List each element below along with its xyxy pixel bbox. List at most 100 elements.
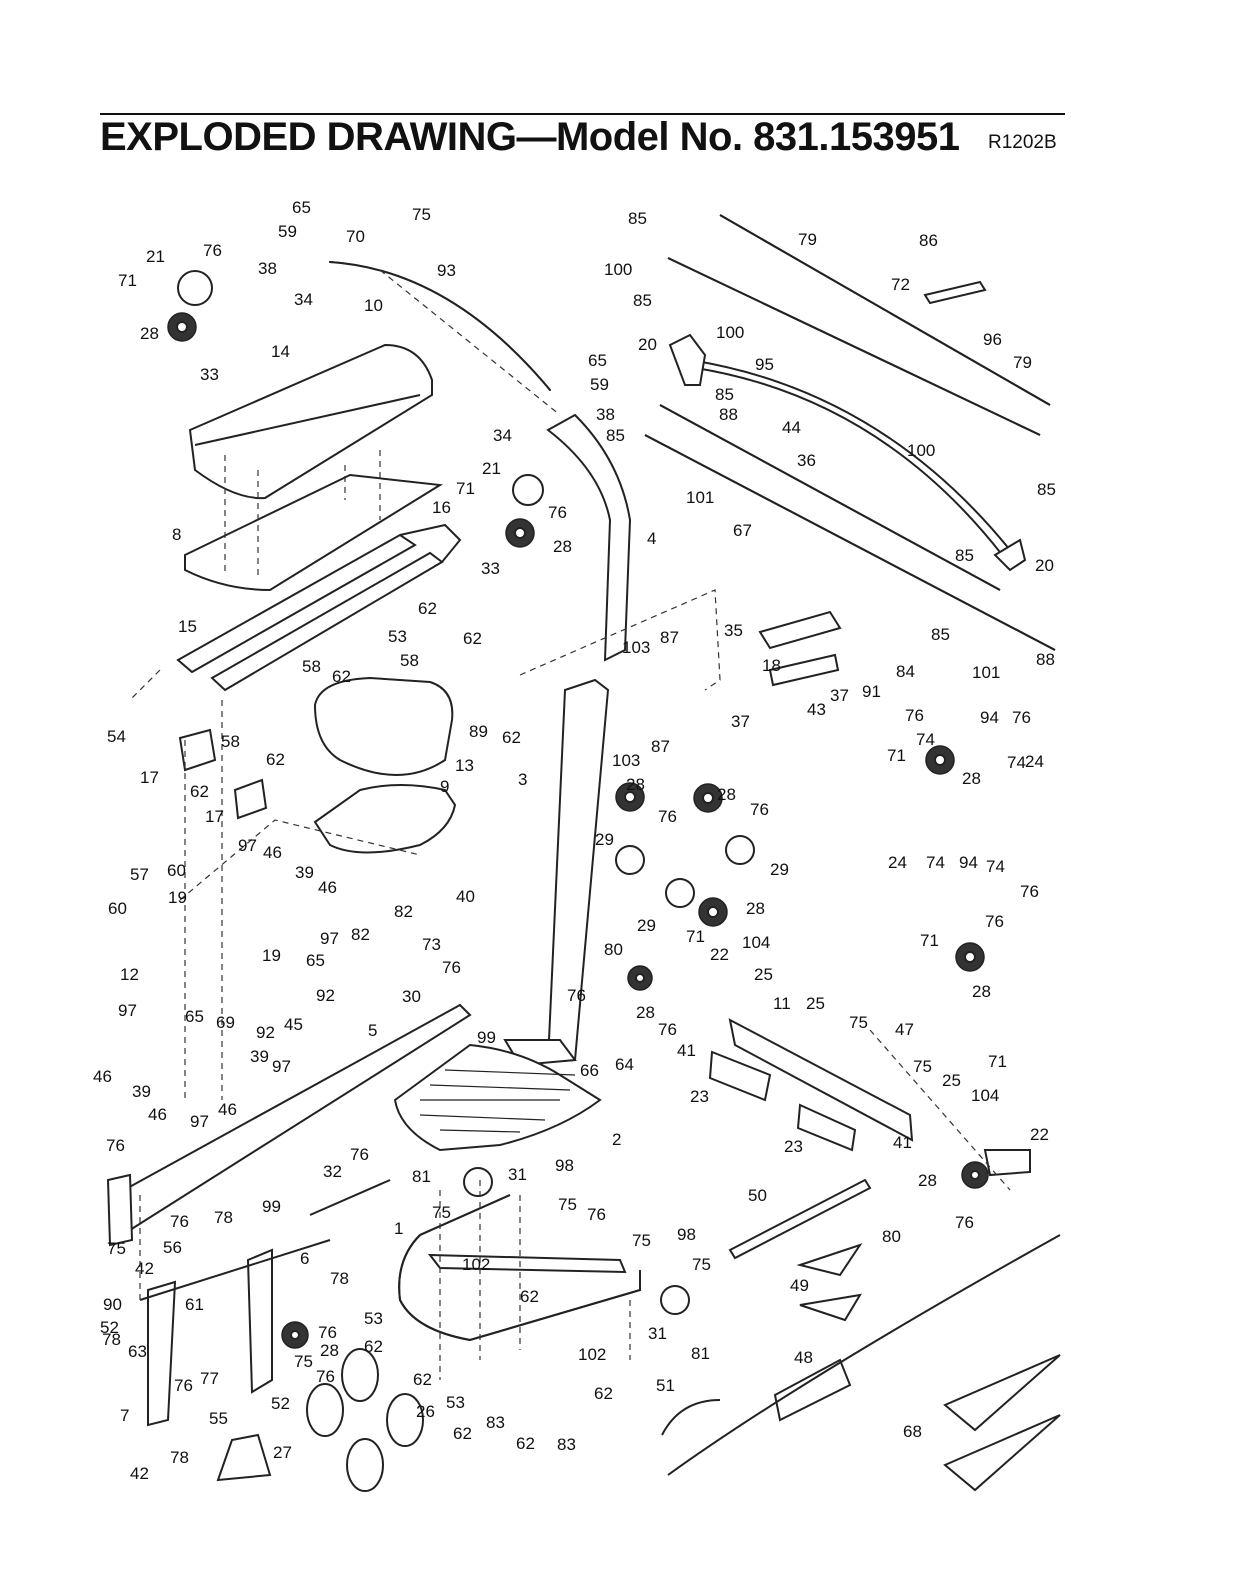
part-label-100b: 100 <box>716 323 744 342</box>
handles-49 <box>796 1243 863 1322</box>
part-label-38b: 38 <box>596 405 615 424</box>
bracket-17b <box>233 778 268 820</box>
part-label-28e: 28 <box>746 899 765 918</box>
part-label-87b: 87 <box>651 737 670 756</box>
part-label-21b: 21 <box>482 459 501 478</box>
part-label-56: 56 <box>163 1238 182 1257</box>
part-label-31b: 31 <box>648 1324 667 1343</box>
part-label-101b: 101 <box>972 663 1000 682</box>
part-label-65d: 65 <box>185 1007 204 1026</box>
part-label-16: 16 <box>432 498 451 517</box>
part-label-65c: 65 <box>306 951 325 970</box>
seat-pads <box>313 676 457 854</box>
part-label-28h: 28 <box>972 982 991 1001</box>
part-label-83b: 83 <box>557 1435 576 1454</box>
part-label-104a: 104 <box>742 933 770 952</box>
part-label-24a: 24 <box>1025 752 1044 771</box>
part-label-78c: 78 <box>102 1330 121 1349</box>
part-label-28c: 28 <box>626 775 645 794</box>
part-label-71f: 71 <box>988 1052 1007 1071</box>
part-label-102b: 102 <box>578 1345 606 1364</box>
part-label-60a: 60 <box>167 861 186 880</box>
part-label-90: 90 <box>103 1295 122 1314</box>
part-label-57: 57 <box>130 865 149 884</box>
part-label-31a: 31 <box>508 1165 527 1184</box>
bracket-22 <box>983 1149 1031 1177</box>
part-label-58b: 58 <box>400 651 419 670</box>
part-label-85c: 85 <box>715 385 734 404</box>
belt-48 <box>667 1234 1061 1476</box>
part-label-77: 77 <box>200 1369 219 1388</box>
part-label-33a: 33 <box>200 365 219 384</box>
part-label-76p: 76 <box>587 1205 606 1224</box>
part-label-1: 1 <box>394 1219 403 1238</box>
part-label-18: 18 <box>762 656 781 675</box>
part-label-86: 86 <box>919 231 938 250</box>
part-label-36: 36 <box>797 451 816 470</box>
part-label-10: 10 <box>364 296 383 315</box>
part-label-28g: 28 <box>962 769 981 788</box>
part-label-79a: 79 <box>798 230 817 249</box>
part-label-76m: 76 <box>350 1145 369 1164</box>
part-labels: 1 2 3 4 5 6 7 8 9 10 11 12 13 14 15 16 1… <box>93 198 1056 1483</box>
part-label-76l: 76 <box>955 1213 974 1232</box>
bracket-72 <box>923 280 987 305</box>
part-label-74d: 74 <box>986 857 1005 876</box>
part-label-53a: 53 <box>388 627 407 646</box>
part-label-28d: 28 <box>717 785 736 804</box>
part-label-26: 26 <box>416 1402 435 1421</box>
part-label-25c: 25 <box>942 1071 961 1090</box>
front-frame <box>398 1194 641 1342</box>
title-rule <box>100 113 1065 115</box>
part-label-85d: 85 <box>606 426 625 445</box>
guide-rails <box>644 214 1056 651</box>
part-label-53b: 53 <box>364 1309 383 1328</box>
part-label-17a: 17 <box>140 768 159 787</box>
part-label-92b: 92 <box>256 1023 275 1042</box>
part-label-39a: 39 <box>295 863 314 882</box>
part-label-62d: 62 <box>502 728 521 747</box>
part-label-104b: 104 <box>971 1086 999 1105</box>
part-label-33b: 33 <box>481 559 500 578</box>
part-label-23a: 23 <box>690 1087 709 1106</box>
part-label-78a: 78 <box>214 1208 233 1227</box>
part-label-62f: 62 <box>190 782 209 801</box>
part-label-62l: 62 <box>594 1384 613 1403</box>
part-label-76h: 76 <box>905 706 924 725</box>
part-label-9: 9 <box>440 777 449 796</box>
part-label-75b: 75 <box>849 1013 868 1032</box>
part-label-38a: 38 <box>258 259 277 278</box>
part-label-69: 69 <box>216 1013 235 1032</box>
part-label-75e: 75 <box>558 1195 577 1214</box>
part-label-71b: 71 <box>456 479 475 498</box>
part-label-62i: 62 <box>413 1370 432 1389</box>
part-label-52b: 52 <box>271 1394 290 1413</box>
main-upright <box>546 413 632 662</box>
part-label-15: 15 <box>178 617 197 636</box>
part-label-11: 11 <box>773 994 791 1013</box>
part-label-76n: 76 <box>106 1136 125 1155</box>
part-label-5: 5 <box>368 1021 377 1040</box>
lower-beam <box>728 1018 914 1142</box>
part-label-83a: 83 <box>486 1413 505 1432</box>
part-label-76f: 76 <box>567 986 586 1005</box>
part-label-74c: 74 <box>926 853 945 872</box>
part-label-71a: 71 <box>118 271 137 290</box>
part-label-95: 95 <box>755 355 774 374</box>
part-label-85a: 85 <box>628 209 647 228</box>
part-label-20a: 20 <box>638 335 657 354</box>
part-label-25b: 25 <box>806 994 825 1013</box>
cushion-35 <box>758 610 842 650</box>
part-label-42b: 42 <box>130 1464 149 1483</box>
part-label-68: 68 <box>903 1422 922 1441</box>
part-label-76k: 76 <box>985 912 1004 931</box>
part-label-6: 6 <box>300 1249 309 1268</box>
part-label-73: 73 <box>422 935 441 954</box>
part-label-93: 93 <box>437 261 456 280</box>
part-label-61: 61 <box>185 1295 204 1314</box>
part-label-97b: 97 <box>320 929 339 948</box>
stand-27 <box>216 1433 272 1482</box>
part-label-28i: 28 <box>918 1171 937 1190</box>
bench-frame <box>176 523 462 692</box>
